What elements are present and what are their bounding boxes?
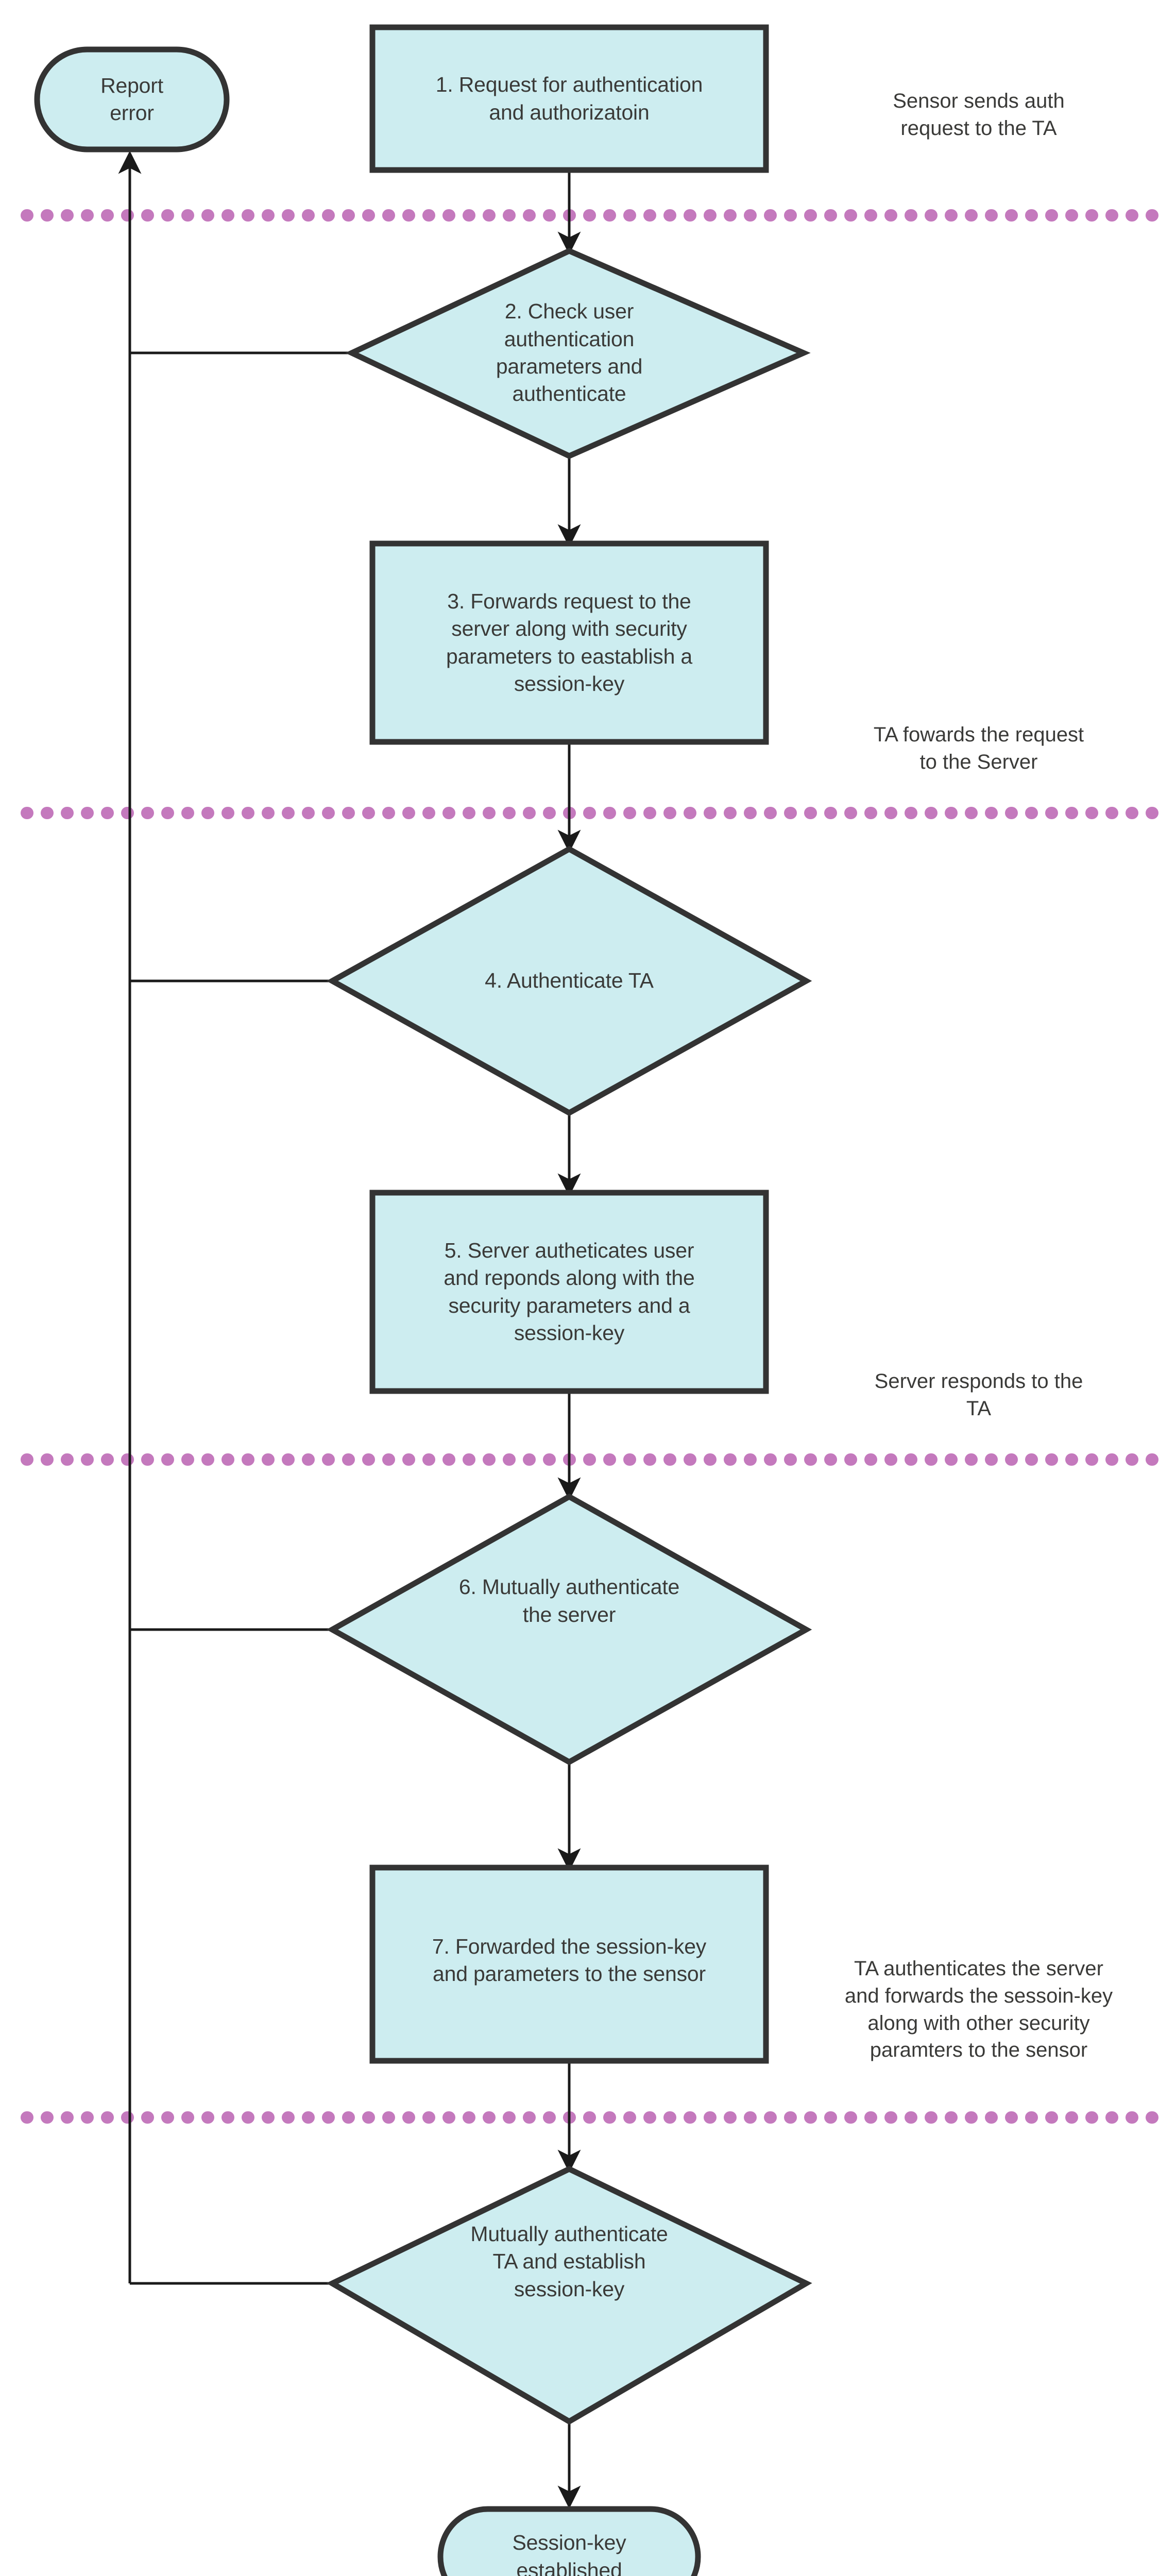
node-shape-step7[interactable] [369, 1865, 769, 2064]
lane-annotation-4: TA authenticates the server and forwards… [844, 1957, 1113, 2062]
lane-divider-group [21, 209, 1163, 2124]
node-shape-report-error[interactable] [34, 46, 230, 152]
error-return-path-group [118, 150, 352, 2285]
lane-annotation-2: TA fowards the request to the Server [873, 723, 1084, 773]
node-shape-step6[interactable] [326, 1493, 812, 1766]
lane-annotation-1: Sensor sends auth request to the TA [893, 90, 1065, 140]
node-shape-step2[interactable] [345, 247, 811, 460]
node-shape-step4[interactable] [326, 845, 812, 1116]
node-shape-end[interactable] [437, 2506, 701, 2576]
node-shape-step5[interactable] [369, 1190, 769, 1394]
node-shape-step1[interactable] [369, 24, 769, 173]
node-shape-step8[interactable] [326, 2165, 812, 2425]
lane-annotation-3: Server responds to the TA [874, 1370, 1083, 1420]
node-shape-group [34, 24, 812, 2576]
node-shape-step3[interactable] [369, 540, 769, 745]
